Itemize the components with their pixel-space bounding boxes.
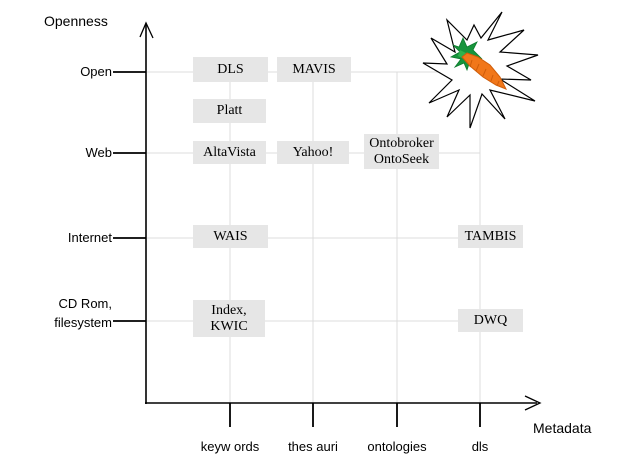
box-mavis: MAVIS bbox=[277, 57, 351, 82]
y-tick-label-internet: Internet bbox=[67, 230, 112, 245]
box-yahoo: Yahoo! bbox=[277, 141, 349, 164]
box-ontobroker-ontoseek: Ontobroker OntoSeek bbox=[364, 134, 439, 169]
box-tambis: TAMBIS bbox=[458, 225, 523, 248]
y-axis-title: Openness bbox=[44, 13, 108, 29]
box-wais: WAIS bbox=[193, 225, 268, 248]
x-tick-label-thesauri: thes auri bbox=[288, 439, 338, 454]
x-tick-label-ontologies: ontologies bbox=[367, 439, 427, 454]
box-dls: DLS bbox=[193, 57, 268, 82]
y-axis bbox=[139, 21, 154, 404]
x-axis-title: Metadata bbox=[533, 420, 592, 436]
box-platt: Platt bbox=[193, 99, 266, 123]
box-index-kwic: Index, KWIC bbox=[193, 300, 265, 337]
y-tick-label-cdrom-filesystem: CD Rom, filesystem bbox=[54, 296, 112, 330]
x-tick-marks bbox=[229, 403, 481, 427]
y-tick-label-web: Web bbox=[85, 145, 113, 160]
y-tick-label-open: Open bbox=[80, 64, 112, 79]
box-altavista: AltaVista bbox=[193, 141, 266, 164]
y-axis-arrow-icon bbox=[139, 21, 154, 39]
carrot-icon bbox=[449, 37, 508, 90]
x-axis bbox=[145, 395, 542, 411]
y-tick-marks bbox=[113, 71, 146, 322]
x-axis-arrow-icon bbox=[524, 395, 542, 411]
box-dwq: DWQ bbox=[458, 309, 523, 332]
x-tick-label-dls: dls bbox=[471, 439, 489, 454]
x-tick-label-keywords: keyw ords bbox=[200, 439, 260, 454]
